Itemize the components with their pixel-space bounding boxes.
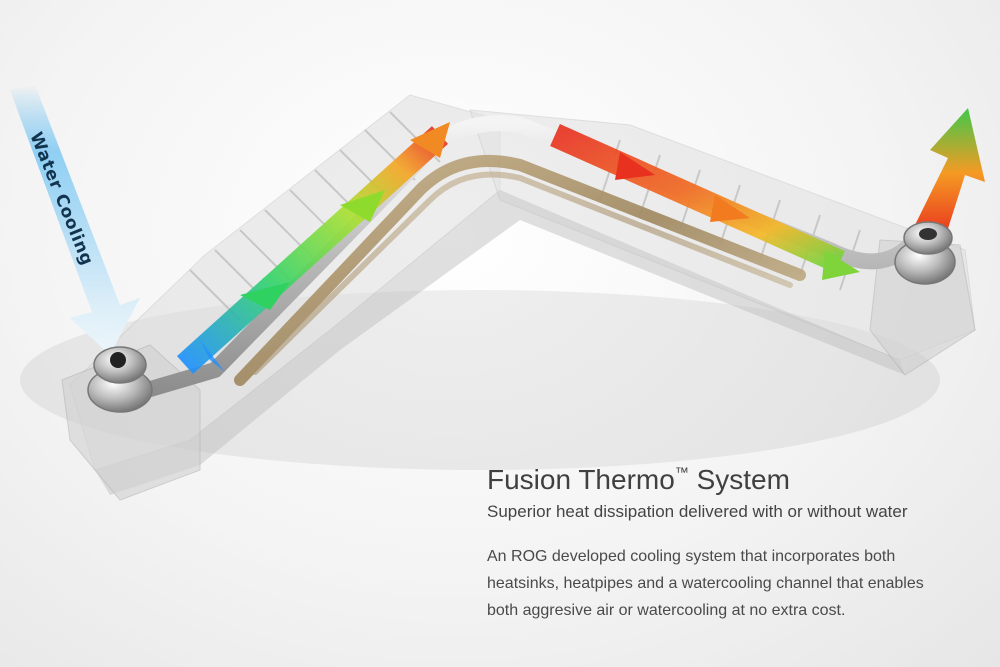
flow-arrowhead-blue: [200, 340, 225, 372]
inlet-fitting: [87, 346, 153, 413]
heat-flow-descending: [550, 124, 860, 280]
flow-arrowhead-green-1: [240, 282, 290, 310]
water-inlet-arrow: Water Cooling: [10, 85, 140, 355]
outlet-fitting: [894, 221, 956, 285]
flow-arrowhead-orange: [410, 122, 450, 158]
flow-arrowhead-green-2: [340, 190, 385, 222]
flow-arrowhead-red: [615, 152, 655, 180]
feature-body-line: An ROG developed cooling system that inc…: [487, 548, 896, 565]
feature-body-line: heatsinks, heatpipes and a watercooling …: [487, 575, 924, 592]
flow-arrowhead-yellow-green: [822, 250, 860, 280]
feature-description: Fusion Thermo™ System Superior heat diss…: [487, 455, 987, 624]
feature-subtitle: Superior heat dissipation delivered with…: [487, 502, 908, 521]
feature-title-suffix: System: [688, 464, 790, 495]
trademark-mark: ™: [674, 464, 689, 480]
feature-body-line: both aggresive air or watercooling at no…: [487, 602, 846, 619]
feature-title: Fusion Thermo™ System: [487, 455, 987, 497]
flow-arrowhead-orange-2: [710, 195, 750, 222]
water-cooling-label: Water Cooling: [25, 129, 97, 268]
hot-outlet-arrow: [915, 108, 985, 238]
heat-flow-rising: [176, 122, 450, 374]
heatpipes: [234, 154, 806, 386]
feature-body: An ROG developed cooling system that inc…: [487, 543, 987, 624]
feature-title-name: Fusion Thermo: [487, 464, 675, 495]
